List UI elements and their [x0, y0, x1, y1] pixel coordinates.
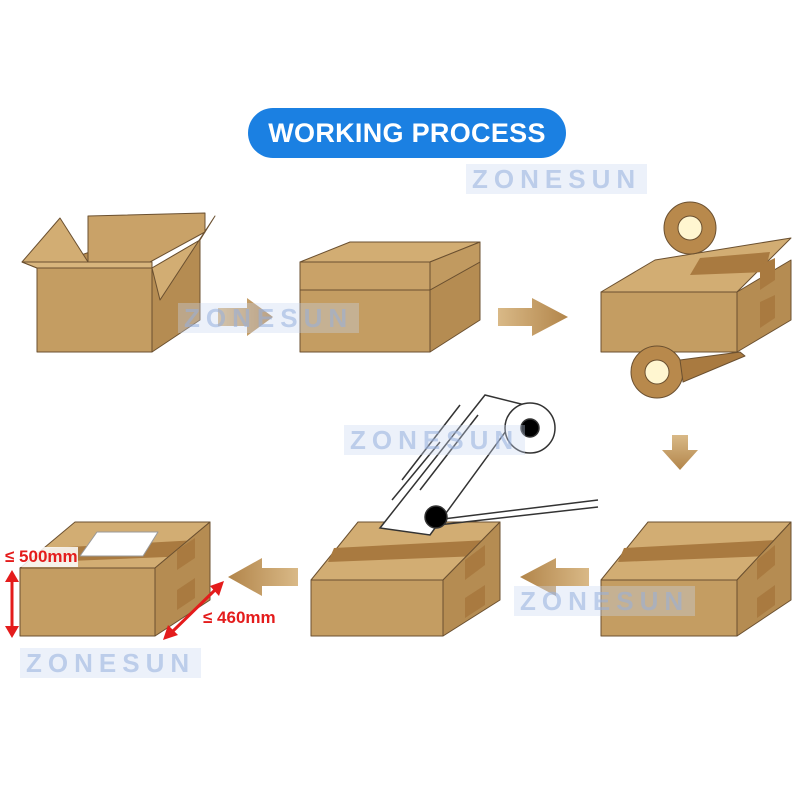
watermark: ZONESUN	[466, 164, 648, 194]
height-limit-label: ≤ 500mm	[5, 547, 78, 567]
open-box	[21, 212, 216, 353]
label-applicator	[378, 394, 599, 536]
watermark: ZONESUN	[20, 648, 202, 678]
page-title: WORKING PROCESS	[248, 108, 566, 158]
labeling-box	[310, 521, 501, 637]
folded-box	[299, 241, 481, 353]
watermark: ZONESUN	[514, 586, 696, 616]
tape-sealing-box	[600, 201, 792, 399]
arrow-left-icon	[228, 558, 298, 596]
labeled-box	[19, 521, 211, 637]
arrow-right-icon	[498, 298, 568, 336]
sealed-box	[600, 521, 792, 637]
dimension-arrows	[5, 570, 224, 640]
arrow-down-icon	[662, 435, 698, 470]
arrow-left-icon	[520, 558, 589, 596]
width-limit-label: ≤ 460mm	[203, 608, 276, 627]
watermark: ZONESUN	[344, 425, 526, 455]
watermark: ZONESUN	[178, 303, 360, 333]
arrow-right-icon	[218, 298, 273, 336]
